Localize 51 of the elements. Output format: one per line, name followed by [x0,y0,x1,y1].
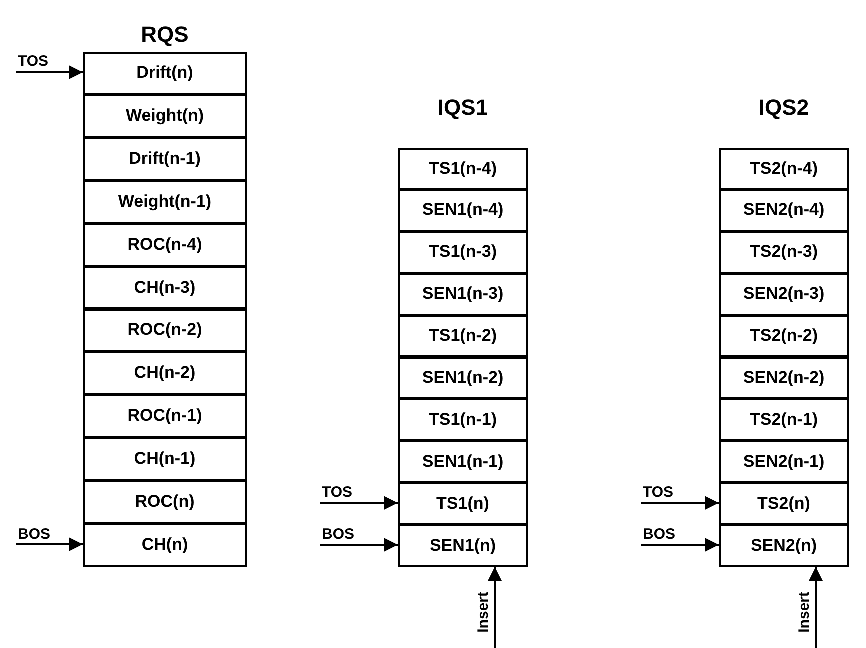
stack-title: IQS2 [758,95,810,121]
stack-title: RQS [140,22,190,48]
stack-cell: SEN2(n-4) [719,188,849,232]
pointer-label: BOS [322,527,355,544]
stack-cell: ROC(n-4) [83,222,247,267]
pointer-label: BOS [643,527,676,544]
stack-cell: TS1(n-2) [398,314,528,358]
stack-cell: CH(n-1) [83,437,247,482]
pointer-label: BOS [18,526,51,543]
pointer-label: TOS [18,54,49,70]
arrow [16,65,83,80]
stack-cell: Drift(n) [83,52,247,95]
pointer-label: TOS [322,485,353,502]
stack-cell: SEN2(n-1) [719,440,849,484]
arrow [488,566,502,648]
stack-cell: TS1(n-3) [398,230,528,274]
stack-cell: TS2(n-4) [719,148,849,190]
arrow [641,538,719,552]
stack-cell: SEN2(n-3) [719,272,849,316]
stack-cell: ROC(n-1) [83,394,247,438]
stack-cell: SEN1(n-2) [398,356,528,400]
stack-cell: CH(n) [83,523,247,567]
stack-cell: TS2(n) [719,482,849,526]
insert-label: Insert [797,592,813,633]
pointer-label: TOS [643,485,674,502]
stack-cell: Weight(n-1) [83,180,247,224]
arrow [16,538,83,552]
stack-cell: SEN1(n-4) [398,188,528,232]
stack-cell: Drift(n-1) [83,136,247,181]
stack-cell: SEN1(n) [398,524,528,567]
stack-cell: SEN2(n-2) [719,356,849,400]
arrow [641,496,719,510]
stack-cell: TS1(n) [398,482,528,526]
stack-cell: SEN1(n-3) [398,272,528,316]
stack-cell: TS1(n-1) [398,398,528,442]
stack-cell: SEN2(n) [719,524,849,567]
stack-cell: TS1(n-4) [398,148,528,190]
insert-label: Insert [476,592,492,633]
stack-cell: Weight(n) [83,94,247,138]
arrow [320,538,398,552]
arrow [320,496,398,510]
arrow [809,566,823,648]
stack-title: IQS1 [436,95,490,121]
stack-cell: SEN1(n-1) [398,440,528,484]
stack-cell: CH(n-2) [83,351,247,396]
stack-cell: TS2(n-2) [719,314,849,358]
stack-cell: ROC(n) [83,480,247,524]
stack-cell: CH(n-3) [83,266,247,310]
stack-cell: TS2(n-3) [719,230,849,274]
stack-cell: ROC(n-2) [83,308,247,352]
stack-cell: TS2(n-1) [719,398,849,442]
